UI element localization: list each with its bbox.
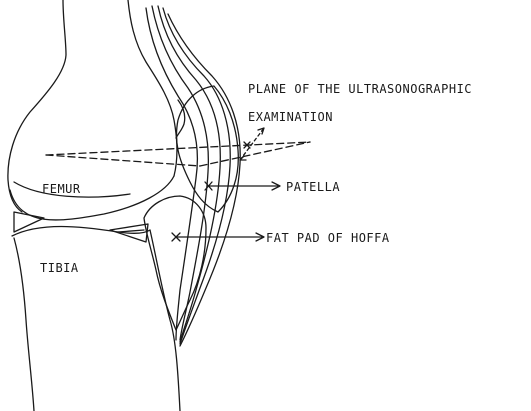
tibia-shaft-anterior bbox=[150, 230, 180, 411]
tibia-label: TIBIA bbox=[40, 261, 79, 275]
femur-condyle bbox=[10, 176, 174, 220]
patella-label: PATELLA bbox=[286, 180, 340, 194]
plane-label-line1: PLANE OF THE ULTRASONOGRAPHIC bbox=[248, 82, 472, 96]
femur-label: FEMUR bbox=[42, 182, 81, 196]
fat-pad-label: FAT PAD OF HOFFA bbox=[266, 231, 390, 245]
femur-outline bbox=[8, 0, 66, 212]
posterior-meniscus bbox=[14, 212, 44, 232]
tendon-strand-3 bbox=[158, 6, 220, 342]
exam-plane-top bbox=[46, 142, 310, 155]
tibia-shaft-posterior bbox=[14, 238, 34, 411]
meniscus-fill-line bbox=[118, 230, 144, 232]
plane-label-line2: EXAMINATION bbox=[248, 110, 333, 124]
exam-plane-right bbox=[200, 142, 310, 166]
